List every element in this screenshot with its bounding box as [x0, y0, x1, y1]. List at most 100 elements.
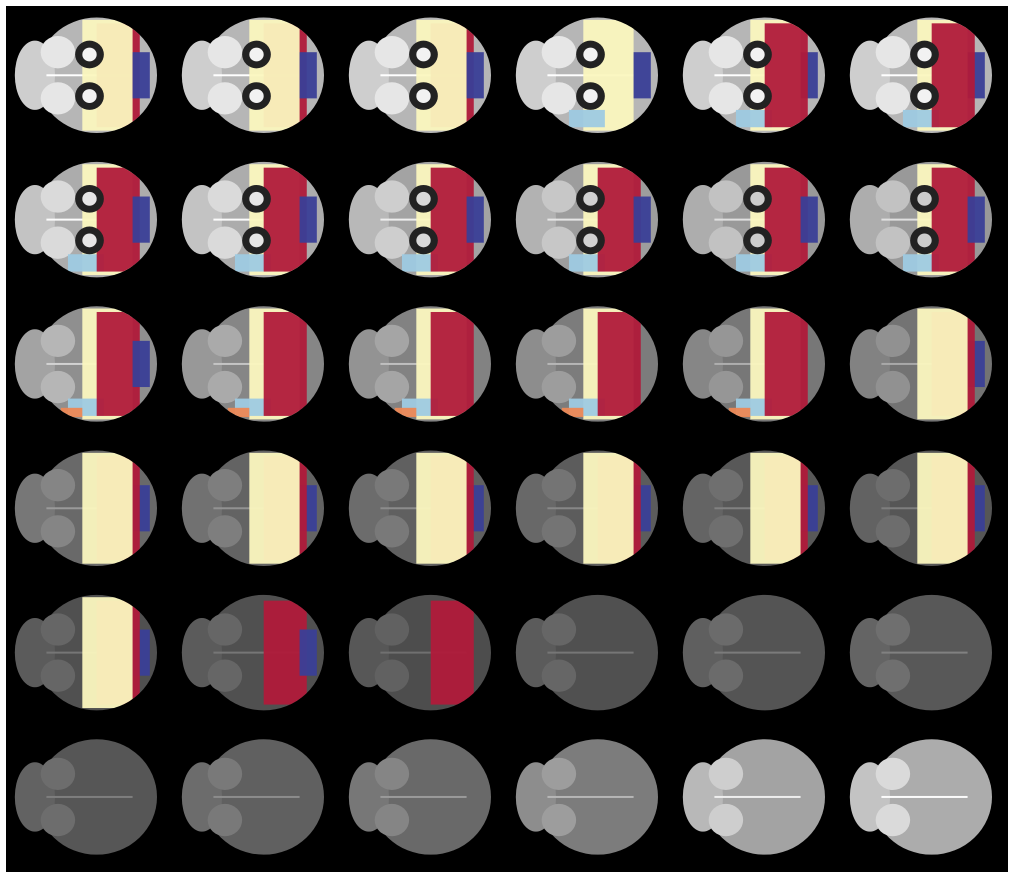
atlas-region-light-blue — [401, 254, 438, 272]
brain-slice-r3-c4 — [682, 450, 826, 567]
brain-slice-r0-c0 — [14, 17, 158, 134]
atlas-region-red — [764, 23, 808, 128]
ventricle-core — [750, 233, 765, 248]
brain-lobe — [40, 180, 76, 213]
ventricle-core — [750, 47, 765, 62]
midline — [881, 651, 968, 654]
midline — [714, 651, 801, 654]
brain-slice-r5-c5 — [849, 739, 993, 855]
atlas-region-yellow — [249, 19, 300, 131]
brain-slice-r5-c2 — [348, 739, 492, 855]
brain-slice-r0-c4 — [682, 17, 826, 134]
atlas-region-light-blue — [735, 254, 772, 272]
atlas-labels — [917, 452, 985, 564]
brain-lobe — [875, 803, 911, 837]
atlas-labels — [735, 19, 818, 131]
midline — [547, 795, 634, 798]
brain-lobe — [708, 36, 744, 69]
brain-slice-r1-c0 — [14, 161, 158, 278]
ventricle-core — [416, 47, 431, 62]
brain-lobe — [541, 324, 577, 358]
brain-lobe — [541, 226, 577, 259]
brain-lobe — [875, 659, 911, 692]
atlas-labels — [917, 308, 985, 420]
brain-lobe — [708, 515, 744, 548]
brain-lobe — [374, 180, 410, 213]
brain-lobe — [207, 613, 243, 646]
atlas-region-yellow — [917, 452, 968, 564]
brain-lobe — [541, 515, 577, 548]
atlas-region-blue — [132, 196, 150, 243]
brain-lobe — [708, 324, 744, 358]
atlas-region-blue — [299, 629, 317, 676]
brain-lobe — [374, 757, 410, 791]
atlas-region-red — [430, 311, 474, 416]
brain-slice-r0-c1 — [181, 17, 325, 134]
brain-lobe — [875, 82, 911, 115]
brain-lobe — [875, 757, 911, 791]
atlas-region-blue — [633, 196, 651, 243]
atlas-region-blue — [800, 196, 818, 243]
brain-lobe — [40, 803, 76, 837]
brain-lobe — [875, 515, 911, 548]
ventricle-core — [249, 47, 264, 62]
brain-lobe — [207, 515, 243, 548]
atlas-labels — [430, 600, 474, 705]
ventricle-core — [82, 233, 97, 248]
ventricle-core — [82, 47, 97, 62]
ventricle-core — [917, 191, 932, 206]
brain-lobe — [541, 370, 577, 404]
atlas-region-yellow — [750, 452, 801, 564]
brain-lobe — [374, 803, 410, 837]
atlas-labels — [82, 19, 150, 131]
atlas-labels — [249, 452, 317, 564]
brain-slice-r1-c5 — [849, 161, 993, 278]
atlas-region-light-blue — [735, 109, 772, 128]
brain-lobe — [40, 226, 76, 259]
atlas-region-red — [263, 311, 307, 416]
midline — [714, 795, 801, 798]
brain-lobe — [875, 180, 911, 213]
atlas-labels — [60, 308, 150, 420]
atlas-region-blue — [132, 340, 150, 388]
atlas-region-red — [931, 23, 975, 128]
atlas-region-blue — [967, 196, 985, 243]
atlas-region-orange — [227, 407, 250, 418]
ventricle-core — [416, 89, 431, 103]
brain-slice-r0-c5 — [849, 17, 993, 134]
brain-lobe — [708, 613, 744, 646]
atlas-labels — [416, 19, 484, 131]
atlas-region-light-blue — [568, 254, 605, 272]
atlas-region-orange — [561, 407, 584, 418]
atlas-labels — [82, 597, 150, 709]
atlas-labels — [227, 308, 307, 420]
atlas-region-blue — [299, 52, 317, 99]
brain-slice-r2-c0 — [14, 306, 158, 422]
brain-lobe — [207, 36, 243, 69]
brain-slice-r4-c5 — [849, 594, 993, 711]
atlas-region-yellow — [82, 597, 133, 709]
brain-lobe — [374, 36, 410, 69]
brain-slice-r4-c0 — [14, 594, 158, 711]
ventricle-core — [583, 191, 598, 206]
mosaic-canvas — [14, 17, 993, 855]
brain-slice-r5-c4 — [682, 739, 826, 855]
brain-slice-r4-c1 — [181, 594, 325, 711]
ventricle-core — [249, 191, 264, 206]
atlas-labels — [728, 308, 808, 420]
brain-lobe — [541, 36, 577, 69]
brain-slice-r1-c4 — [682, 161, 826, 278]
brain-lobe — [708, 757, 744, 791]
brain-lobe — [708, 370, 744, 404]
brain-lobe — [207, 226, 243, 259]
brain-lobe — [374, 370, 410, 404]
brain-lobe — [875, 469, 911, 502]
brain-lobe — [40, 613, 76, 646]
brain-lobe — [541, 82, 577, 115]
brain-lobe — [374, 226, 410, 259]
brain-lobe — [541, 180, 577, 213]
brain-slice-r3-c0 — [14, 450, 158, 567]
atlas-region-light-blue — [902, 254, 939, 272]
atlas-region-yellow — [82, 452, 133, 564]
atlas-region-light-blue — [234, 254, 271, 272]
